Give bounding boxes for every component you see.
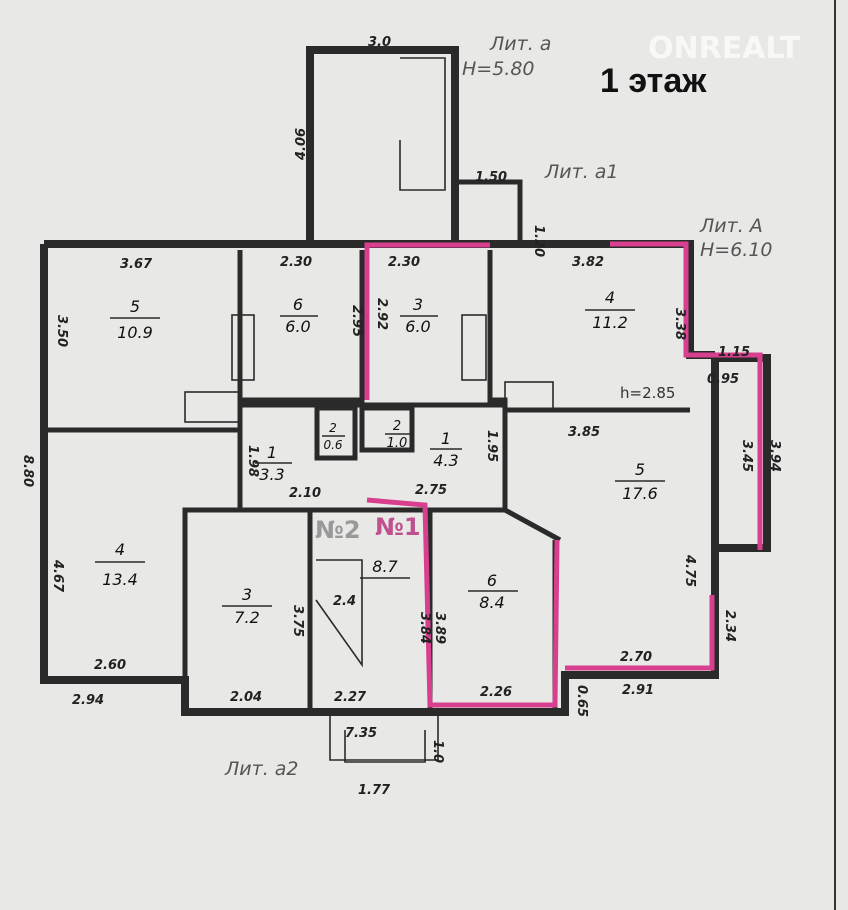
stair-label: 2.4 <box>333 594 356 609</box>
dimension-label: 2.34 <box>722 610 737 642</box>
dimension-label: 0.65 <box>574 685 589 717</box>
dimension-label: 3.45 <box>739 440 754 472</box>
room: 66.0 <box>280 295 318 336</box>
dimension-label: 2.94 <box>72 693 104 708</box>
room: 510.9 <box>110 297 160 342</box>
literal-a2: Лит. а2 <box>224 758 299 780</box>
room-label: 0.6 <box>323 438 342 452</box>
dimension-label: 1.95 <box>484 430 499 462</box>
room-label: 13.4 <box>102 570 138 589</box>
dimension-label: 3.75 <box>290 605 305 637</box>
room-label: 2 <box>329 421 337 435</box>
dimension-label: 3.94 <box>767 440 782 472</box>
dimension-label: 2.92 <box>374 298 389 330</box>
watermark: ONREALT <box>648 31 801 66</box>
room-label: 7.2 <box>234 608 259 627</box>
room-label: 8.4 <box>479 593 504 612</box>
dimension-label: 2.95 <box>349 305 364 337</box>
dimension-label: 2.26 <box>480 685 512 700</box>
floor-title: 1 этаж <box>600 62 707 100</box>
room: 413.4 <box>95 540 145 589</box>
dimension-label: 4.67 <box>50 559 65 593</box>
apartment-1-label: №1 <box>375 513 421 541</box>
literal-labels: Лит. а H=5.80 Лит. а1 Лит. А H=6.10 Лит.… <box>224 33 773 780</box>
room-label: 5 <box>635 460 645 479</box>
literal-a1: Лит. а1 <box>544 161 619 183</box>
room-label: 1 <box>267 443 277 462</box>
room: 13.3 <box>255 443 292 484</box>
dimension-label: 3.84 <box>417 612 432 644</box>
room-label: 6 <box>487 571 497 590</box>
dimension-label: 4.75 <box>682 554 697 587</box>
room: 37.2 <box>222 585 272 627</box>
room-label: 11.2 <box>592 313 628 332</box>
dimension-label: 3.50 <box>54 315 69 347</box>
dimension-label: 2.04 <box>230 690 262 705</box>
apartment-2-label: №2 <box>315 516 361 544</box>
ceiling-height: h=2.85 <box>620 384 675 402</box>
dimension-label: 2.70 <box>620 650 652 665</box>
dimension-label: 2.91 <box>622 683 654 698</box>
dimension-label: 8.80 <box>20 455 35 487</box>
dimension-label: 2.75 <box>415 483 447 498</box>
dimension-label: 3.38 <box>672 308 687 340</box>
room-label: 3 <box>413 295 423 314</box>
room: 8.7 <box>360 557 410 579</box>
room: 517.6 <box>615 460 665 503</box>
dimension-label: 3.0 <box>368 35 391 50</box>
rooms: 510.9 66.0 36.0 411.2 13.3 20.6 21.0 14.… <box>95 288 665 627</box>
dimension-label: 0.95 <box>707 372 739 387</box>
literal-A-height: H=6.10 <box>700 239 773 261</box>
dimension-label: 1.98 <box>245 445 260 477</box>
room: 411.2 <box>585 288 635 332</box>
room-label: 4 <box>115 540 125 559</box>
dimension-label: 2.30 <box>388 255 420 270</box>
room-label: 3 <box>242 585 252 604</box>
room-label: 6 <box>293 295 303 314</box>
literal-A: Лит. А <box>699 215 763 237</box>
room-label: 5 <box>130 297 140 316</box>
dimension-label: 2.10 <box>289 486 321 501</box>
dimension-label: 2.27 <box>334 690 367 705</box>
room-label: 17.6 <box>622 484 658 503</box>
literal-a: Лит. а <box>489 33 551 55</box>
literal-a-height: H=5.80 <box>462 58 535 80</box>
room-label: 4 <box>605 288 615 307</box>
dimensions: 3.0 4.06 1.50 1.20 3.67 2.30 2.30 3.82 2… <box>20 35 782 798</box>
room: 36.0 <box>400 295 438 336</box>
room-label: 2 <box>393 419 401 434</box>
apartment-1-outline <box>364 241 763 708</box>
room-label: 10.9 <box>117 323 153 342</box>
dimension-label: 1.50 <box>475 170 507 185</box>
room-label: 6.0 <box>285 317 310 336</box>
room-label: 3.3 <box>259 465 284 484</box>
dimension-label: 1.20 <box>531 225 546 257</box>
dimension-label: 2.60 <box>94 658 126 673</box>
dimension-label: 3.82 <box>572 255 604 270</box>
dimension-label: 3.67 <box>120 257 153 272</box>
dimension-label: 1.77 <box>358 783 391 798</box>
dimension-label: 2.30 <box>280 255 312 270</box>
dimension-label: 3.85 <box>568 425 600 440</box>
room-label: 8.7 <box>372 557 398 576</box>
room: 20.6 <box>322 421 345 452</box>
room: 14.3 <box>430 429 462 470</box>
dimension-label: 4.06 <box>294 128 309 161</box>
room: 68.4 <box>468 571 518 612</box>
dimension-label: 7.35 <box>345 726 377 741</box>
dimension-label: 1.0 <box>430 740 445 763</box>
room-label: 1.0 <box>387 436 408 451</box>
room-label: 6.0 <box>405 317 430 336</box>
room-label: 4.3 <box>433 451 458 470</box>
dimension-label: 1.15 <box>718 345 750 360</box>
room: 21.0 <box>385 419 410 451</box>
dimension-label: 3.89 <box>432 612 447 644</box>
room-label: 1 <box>441 429 451 448</box>
